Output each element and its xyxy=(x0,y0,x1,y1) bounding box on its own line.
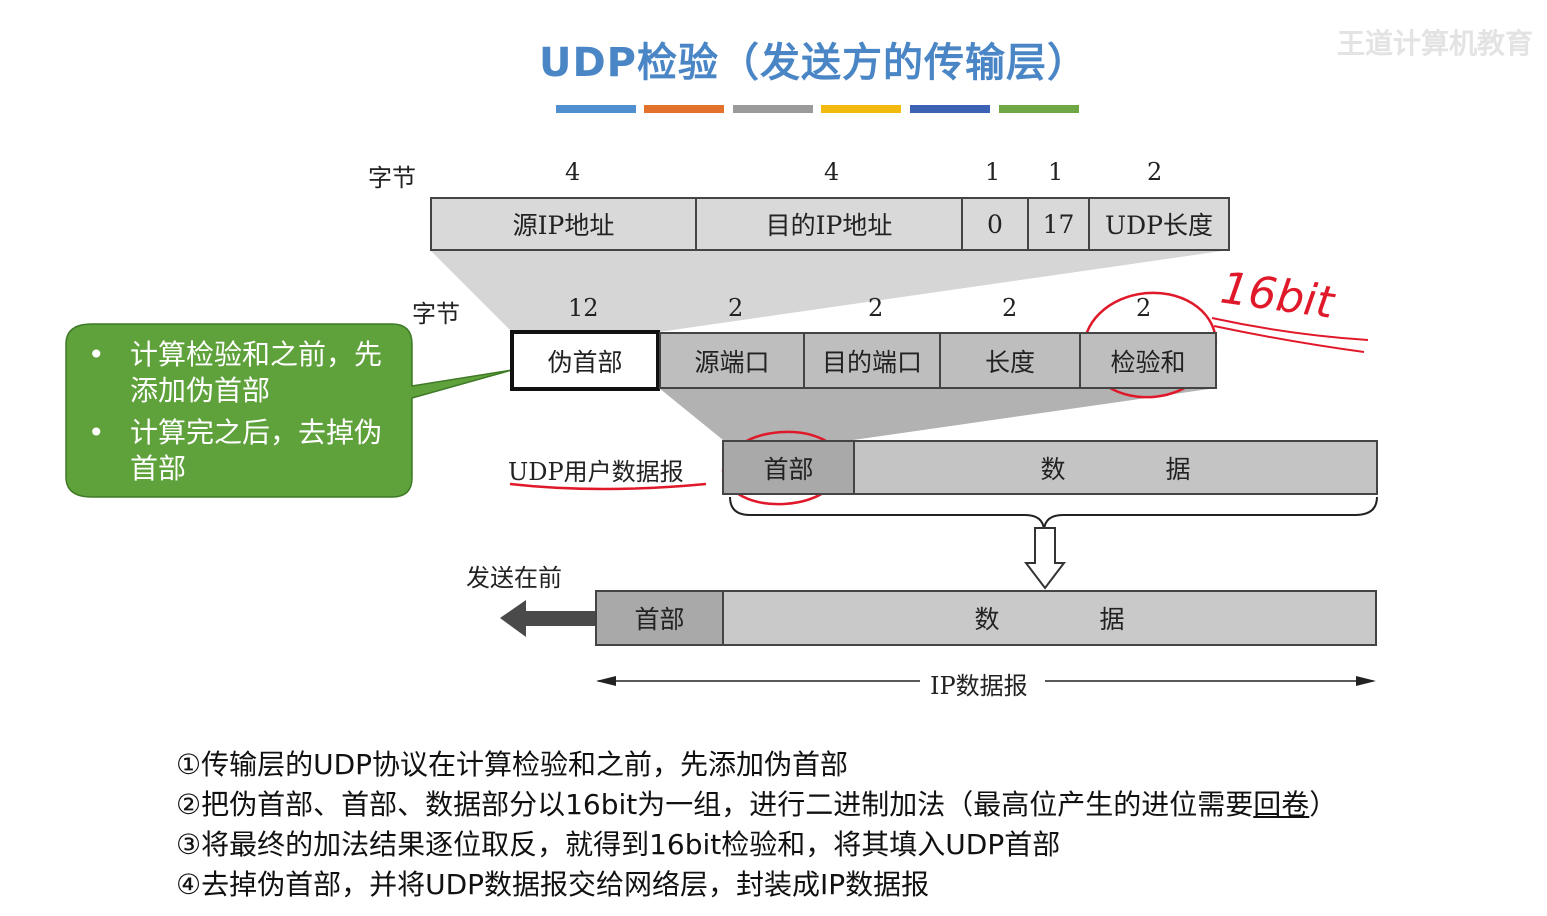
field-source-port: 源端口 xyxy=(659,332,805,389)
ip-data-box: 数 据 xyxy=(722,590,1377,646)
brace xyxy=(729,496,1378,531)
udp-datagram-label: UDP用户数据报 xyxy=(508,458,684,486)
callout-item: 计算完之后，去掉伪首部 xyxy=(88,415,388,487)
data-char: 数 xyxy=(1040,454,1066,484)
field-protocol: 17 xyxy=(1027,197,1090,251)
bytes-label: 字节 xyxy=(412,300,460,328)
field-dest-ip: 目的IP地址 xyxy=(695,197,963,251)
step-4: ④去掉伪首部，并将UDP数据报交给网络层，封装成IP数据报 xyxy=(176,868,930,901)
field-size: 12 xyxy=(568,294,599,322)
color-bar xyxy=(733,105,813,113)
data-char: 据 xyxy=(1099,605,1125,634)
step-2-underlined: 回卷 xyxy=(1253,788,1310,821)
field-size: 2 xyxy=(1002,294,1018,322)
page-title: UDP检验（发送方的传输层） xyxy=(539,40,1088,86)
annotation-underline xyxy=(1211,317,1369,341)
color-bar xyxy=(910,105,990,113)
ip-header-box: 首部 xyxy=(595,590,724,646)
field-size: 1 xyxy=(985,158,1001,186)
field-pseudo-header: 伪首部 xyxy=(510,330,660,391)
field-size: 2 xyxy=(1147,158,1163,186)
udp-header-box: 首部 xyxy=(722,440,855,495)
field-zero: 0 xyxy=(961,197,1029,251)
callout: 计算检验和之前，先添加伪首部 计算完之后，去掉伪首部 xyxy=(88,337,388,493)
color-bar xyxy=(821,105,901,113)
field-size: 2 xyxy=(728,294,744,322)
annotation-underline xyxy=(1213,325,1365,353)
color-bar xyxy=(556,105,636,113)
field-dest-port: 目的端口 xyxy=(803,332,941,389)
field-source-ip: 源IP地址 xyxy=(430,197,697,251)
callout-item: 计算检验和之前，先添加伪首部 xyxy=(88,337,388,409)
send-arrow xyxy=(500,600,595,637)
data-char: 数 xyxy=(974,605,1000,634)
field-size: 2 xyxy=(868,294,884,322)
arrowhead-left xyxy=(596,676,616,686)
ip-datagram-label: IP数据报 xyxy=(930,672,1028,700)
arrowhead-right xyxy=(1356,676,1376,686)
step-2-text: ②把伪首部、首部、数据部分以16bit为一组，进行二进制加法（最高位产生的进位需… xyxy=(176,788,1254,821)
send-first-label: 发送在前 xyxy=(466,564,562,592)
data-char: 据 xyxy=(1165,454,1191,484)
field-size: 4 xyxy=(565,158,581,186)
bytes-label: 字节 xyxy=(368,164,416,192)
field-size: 1 xyxy=(1048,158,1064,186)
udp-label-underline xyxy=(509,482,707,491)
expansion-trapezoid-bottom xyxy=(659,388,1216,440)
down-arrow xyxy=(1023,527,1067,590)
annotation-16bit: 16bit xyxy=(1217,263,1338,330)
field-size: 2 xyxy=(1136,294,1152,322)
field-checksum: 检验和 xyxy=(1079,332,1217,389)
step-3: ③将最终的加法结果逐位取反，就得到16bit检验和，将其填入UDP首部 xyxy=(176,828,1061,861)
steps-list: ①传输层的UDP协议在计算检验和之前，先添加伪首部 ②把伪首部、首部、数据部分以… xyxy=(176,745,1337,905)
step-2-end: ） xyxy=(1309,788,1338,821)
expansion-trapezoid-top xyxy=(430,250,1229,332)
watermark: 王道计算机教育 xyxy=(1336,27,1533,60)
step-1: ①传输层的UDP协议在计算检验和之前，先添加伪首部 xyxy=(176,748,849,781)
color-bar xyxy=(644,105,724,113)
step-2: ②把伪首部、首部、数据部分以16bit为一组，进行二进制加法（最高位产生的进位需… xyxy=(176,785,1337,825)
field-udp-length: UDP长度 xyxy=(1088,197,1230,251)
udp-data-box: 数 据 xyxy=(853,440,1378,495)
color-bar xyxy=(999,105,1079,113)
field-size: 4 xyxy=(824,158,840,186)
field-length: 长度 xyxy=(939,332,1081,389)
